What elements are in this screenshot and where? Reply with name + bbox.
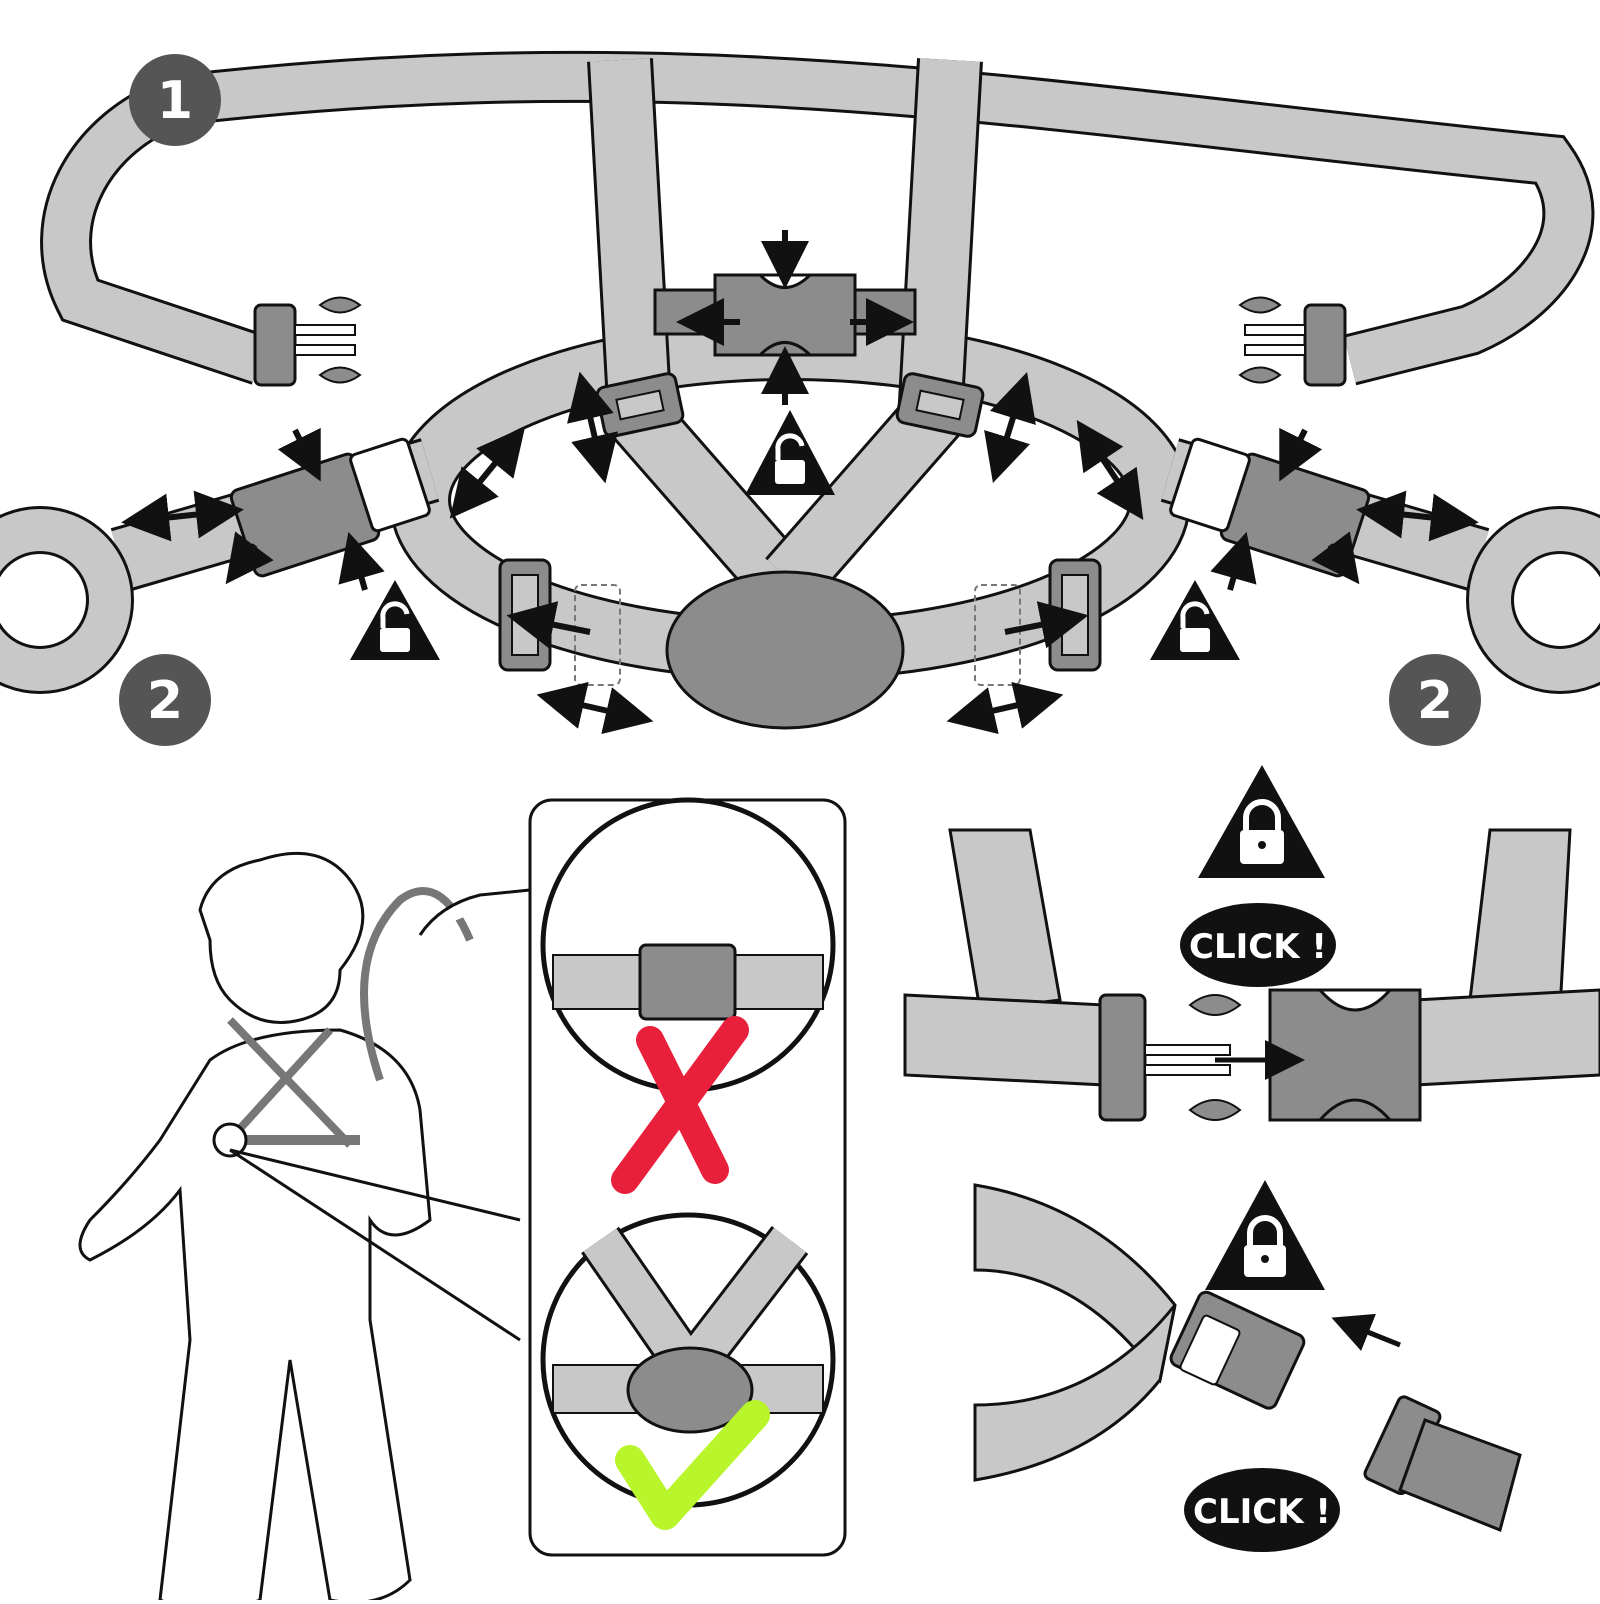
lock-icon [1205, 1180, 1325, 1290]
click-label-top: CLICK ! [1189, 927, 1327, 967]
unlock-icon [745, 410, 835, 495]
step-2-left-number: 2 [147, 671, 183, 731]
cross-mark-icon [611, 1016, 749, 1194]
step-1-number: 1 [157, 71, 193, 131]
adjustment-arrows [121, 230, 1479, 735]
side-buckle-click-closeup: CLICK ! [973, 1180, 1522, 1552]
step-2-left-badge [119, 654, 211, 746]
click-label-bottom-bubble [1184, 1468, 1340, 1552]
step-2-right-number: 2 [1417, 671, 1453, 731]
step-1-badge [129, 54, 221, 146]
right-side-buckle-assembly [1160, 437, 1600, 694]
step-2-right-badge [1389, 654, 1481, 746]
unlock-icon [350, 580, 440, 660]
click-label-top-bubble [1180, 903, 1336, 987]
child-wearing-harness [78, 851, 531, 1604]
unlock-icon [1150, 580, 1240, 660]
right-male-buckle [1238, 296, 1347, 387]
chest-buckle-click-closeup: CLICK ! [903, 765, 1600, 1122]
click-label-bottom: CLICK ! [1193, 1492, 1331, 1532]
fit-comparison-panel [528, 797, 847, 1557]
back-pad [665, 570, 905, 730]
lock-icon [1198, 765, 1325, 878]
check-mark-icon [615, 1400, 770, 1530]
left-male-buckle [253, 296, 362, 387]
left-side-buckle-assembly [0, 437, 440, 694]
harness-assembly: 1 2 2 [0, 50, 1600, 746]
